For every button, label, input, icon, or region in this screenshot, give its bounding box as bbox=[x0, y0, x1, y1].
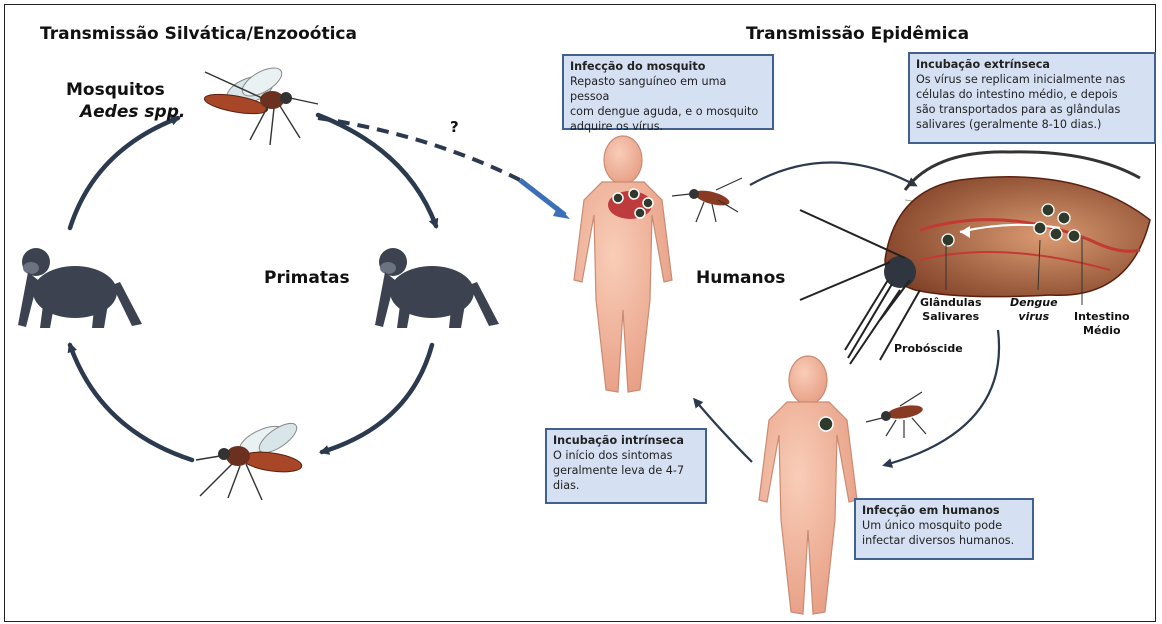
sylvatic-cycle-arrows bbox=[70, 115, 436, 460]
arrow-primate-to-mosquito-lower bbox=[322, 345, 432, 452]
label-aedes: Aedes spp. bbox=[80, 102, 185, 122]
human-bottom-infection bbox=[819, 417, 833, 431]
label-mosquitos: Mosquitos bbox=[66, 80, 165, 100]
mosquito-top bbox=[203, 62, 318, 145]
box-intrinsic: Incubação intrínseca O início dos sintom… bbox=[545, 428, 707, 504]
box-human-infection-title: Infecção em humanos bbox=[862, 503, 1026, 518]
label-primatas: Primatas bbox=[264, 268, 350, 288]
label-dengue: Dengue virus bbox=[1010, 296, 1058, 324]
arrow-mosquito-to-primate-left bbox=[70, 345, 192, 460]
box-human-infection: Infecção em humanos Um único mosquito po… bbox=[854, 498, 1034, 560]
arrow-mosquito-to-primate bbox=[318, 115, 436, 226]
box-extrinsic: Incubação extrínseca Os vírus se replica… bbox=[908, 52, 1156, 144]
box-mosquito-infection-title: Infecção do mosquito bbox=[570, 59, 766, 74]
mosquito-bottom bbox=[196, 418, 303, 500]
box-extrinsic-body: Os vírus se replicam inicialmente nas cé… bbox=[916, 72, 1148, 132]
label-glandulas: Glândulas Salivares bbox=[920, 296, 982, 324]
human-top bbox=[574, 136, 672, 392]
label-intestino: Intestino Médio bbox=[1074, 310, 1130, 338]
mosquito-biting bbox=[866, 392, 926, 438]
box-extrinsic-title: Incubação extrínseca bbox=[916, 57, 1148, 72]
box-human-infection-body: Um único mosquito pode infectar diversos… bbox=[862, 518, 1026, 548]
box-mosquito-infection-body: Repasto sanguíneo em uma pessoa com deng… bbox=[570, 74, 766, 134]
primate-right bbox=[375, 248, 499, 328]
label-humanos: Humanos bbox=[696, 268, 785, 288]
label-question: ? bbox=[450, 118, 459, 136]
box-intrinsic-title: Incubação intrínseca bbox=[553, 433, 699, 448]
arrow-human-to-mosquito bbox=[750, 163, 915, 186]
title-epidemic: Transmissão Epidêmica bbox=[746, 24, 969, 44]
box-intrinsic-body: O início dos sintomas geralmente leva de… bbox=[553, 448, 699, 493]
human-bottom bbox=[759, 356, 857, 614]
primate-left bbox=[18, 248, 142, 328]
arrow-primate-to-mosquito bbox=[70, 118, 178, 228]
box-mosquito-infection: Infecção do mosquito Repasto sanguíneo e… bbox=[562, 54, 774, 130]
title-sylvatic: Transmissão Silvática/Enzooótica bbox=[40, 24, 357, 44]
mosquito-feeding bbox=[672, 178, 742, 222]
label-proboscide: Probóscide bbox=[894, 342, 963, 356]
